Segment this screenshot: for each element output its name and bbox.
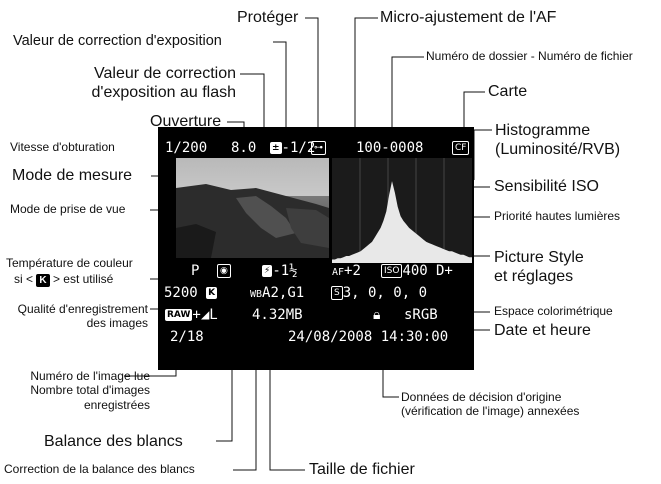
photo-thumbnail bbox=[176, 158, 329, 258]
image-index: 2/18 bbox=[170, 329, 204, 345]
leader-card bbox=[463, 91, 485, 140]
wb-icon: WB bbox=[250, 289, 263, 300]
label-quality: Qualité d'enregistrement des images bbox=[17, 302, 148, 331]
leader-proteger bbox=[305, 17, 319, 140]
iso-icon: ISO bbox=[381, 264, 403, 278]
label-aperture: Ouverture bbox=[150, 113, 222, 130]
wb-correction: WBA2,G1 bbox=[250, 285, 305, 301]
k-icon: K bbox=[206, 287, 218, 299]
metering-mode: ◉ bbox=[217, 264, 231, 278]
label-metering: Mode de mesure bbox=[12, 167, 133, 184]
k-label-icon: K bbox=[36, 274, 50, 287]
color-space: sRGB bbox=[404, 307, 438, 323]
label-verification: Données de décision d'origine (vérificat… bbox=[401, 390, 580, 419]
leader-folder bbox=[391, 56, 424, 140]
label-highlight: Priorité hautes lumières bbox=[494, 209, 621, 223]
exposure-compensation: ±-1/2 bbox=[270, 140, 316, 156]
label-proteger: Protéger bbox=[237, 9, 299, 26]
raw-icon: RAW bbox=[165, 309, 193, 321]
highlight-priority: D+ bbox=[436, 263, 453, 279]
key-icon: ⊶ bbox=[311, 141, 326, 155]
date-time: 24/08/2008 14:30:00 bbox=[288, 329, 449, 345]
label-color-temp-1: Température de couleur bbox=[6, 256, 133, 270]
label-card: Carte bbox=[488, 83, 528, 100]
file-size: 4.32MB bbox=[252, 307, 303, 323]
histogram-chart bbox=[332, 158, 472, 263]
card-icon: CF bbox=[452, 141, 470, 155]
micro-af-adjustment: AF+2 bbox=[332, 263, 361, 279]
folder-file-number: 100-0008 bbox=[356, 140, 424, 156]
card-indicator: CF bbox=[452, 141, 470, 155]
label-file-size: Taille de fichier bbox=[309, 461, 415, 478]
label-picture-style: Picture Style et réglages bbox=[494, 249, 584, 286]
verification-indicator: 🔒︎ bbox=[373, 308, 380, 322]
color-temperature: 5200 K bbox=[164, 285, 218, 301]
shooting-mode-value: P bbox=[191, 263, 200, 279]
label-folder-file: Numéro de dossier - Numéro de fichier bbox=[426, 49, 633, 63]
flash-compensation: ⚡-1½ bbox=[262, 263, 298, 279]
lock-icon: 🔒︎ bbox=[373, 307, 381, 323]
label-wb: Balance des blancs bbox=[44, 433, 183, 450]
label-image-number: Numéro de l'image lue Nombre total d'ima… bbox=[30, 369, 150, 412]
label-color-temp-2: si < K > est utilisé bbox=[14, 272, 114, 287]
af-icon: AF bbox=[332, 267, 345, 278]
label-shutter: Vitesse d'obturation bbox=[10, 140, 115, 154]
label-exp-comp: Valeur de correction d'exposition bbox=[13, 33, 222, 49]
protect-indicator: ⊶ bbox=[311, 141, 326, 155]
label-datetime: Date et heure bbox=[494, 322, 591, 339]
label-colorspace: Espace colorimétrique bbox=[494, 304, 613, 318]
leader-file-size bbox=[269, 325, 305, 471]
leader-exp-comp bbox=[273, 41, 287, 140]
metering-icon: ◉ bbox=[217, 264, 231, 278]
label-micro-af: Micro-ajustement de l'AF bbox=[380, 9, 557, 26]
label-histogram: Histogramme (Luminosité/RVB) bbox=[495, 122, 621, 159]
histogram-panel bbox=[332, 158, 472, 263]
aperture-value: 8.0 bbox=[231, 140, 257, 156]
picture-style-icon: S bbox=[331, 286, 343, 300]
label-iso: Sensibilité ISO bbox=[494, 178, 599, 195]
label-shooting-mode: Mode de prise de vue bbox=[10, 202, 126, 216]
image-quality: RAW+◢L bbox=[165, 307, 218, 323]
shutter-speed-value: 1/200 bbox=[165, 140, 208, 156]
label-wb-correction: Correction de la balance des blancs bbox=[4, 462, 195, 476]
flash-comp-icon: ⚡ bbox=[262, 265, 273, 277]
exposure-comp-icon: ± bbox=[270, 142, 282, 154]
label-flash-comp: Valeur de correction d'exposition au fla… bbox=[91, 65, 236, 102]
leader-histogram bbox=[473, 129, 492, 180]
